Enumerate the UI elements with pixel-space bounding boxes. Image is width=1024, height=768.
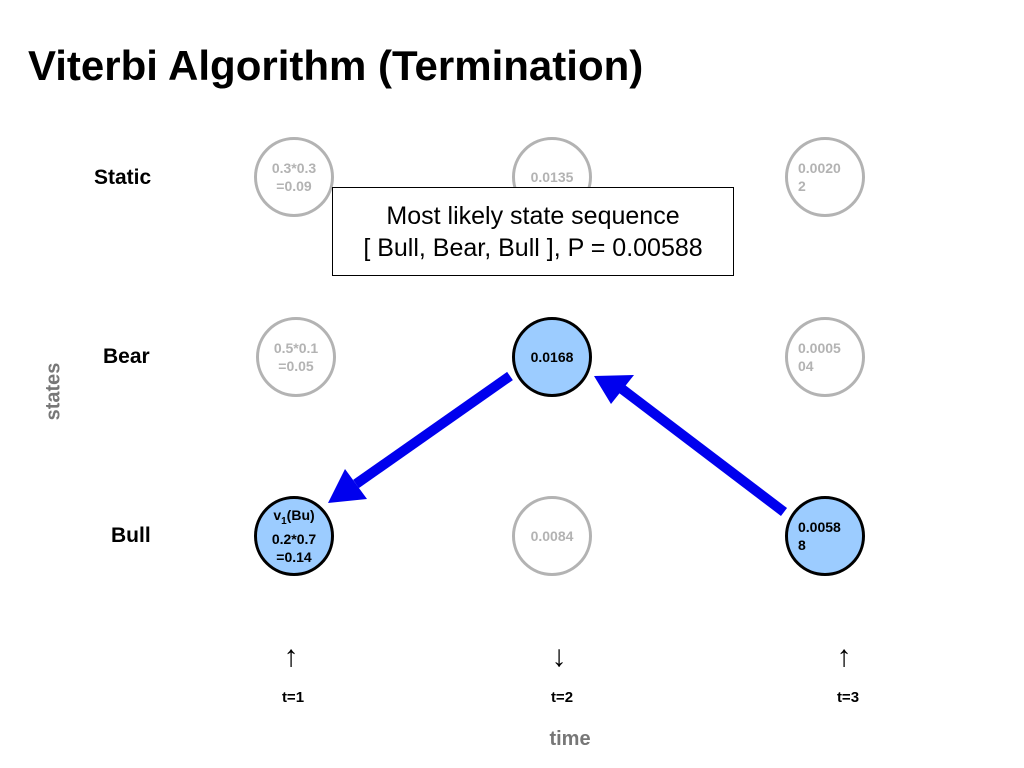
backpointer-arrow-t3-to-t2: [618, 385, 788, 516]
node-bear-t2: 0.0168: [512, 317, 592, 397]
result-box: Most likely state sequence [ Bull, Bear,…: [332, 187, 734, 276]
node-bear-t1: 0.5*0.1=0.05: [256, 317, 336, 397]
down-arrow-icon: ↓: [551, 640, 567, 673]
state-label-bear: Bear: [103, 345, 150, 368]
time-label-t1: t=1: [281, 689, 305, 706]
node-static-t1: 0.3*0.3=0.09: [254, 137, 334, 217]
node-bull-t2: 0.0084: [512, 496, 592, 576]
state-label-static: Static: [94, 166, 152, 189]
result-line-2: [ Bull, Bear, Bull ], P = 0.00588: [363, 234, 703, 262]
result-line-1: Most likely state sequence: [386, 202, 680, 230]
y-axis-label: states: [42, 362, 65, 421]
up-arrow-icon: ↑: [836, 640, 852, 673]
up-arrow-icon: ↑: [283, 640, 299, 673]
state-label-bull: Bull: [111, 524, 151, 547]
page-title: Viterbi Algorithm (Termination): [28, 42, 644, 89]
backpointer-arrow-t2-to-t1: [353, 371, 513, 489]
time-label-t3: t=3: [836, 689, 860, 706]
time-label-t2: t=2: [550, 689, 574, 706]
backpointer-arrowhead-t2: [594, 375, 634, 404]
node-bull-t1: v1(Bu) 0.2*0.7 =0.14: [254, 496, 334, 576]
backpointer-arrowhead-t1: [328, 469, 367, 503]
x-axis-label: time: [549, 728, 591, 750]
